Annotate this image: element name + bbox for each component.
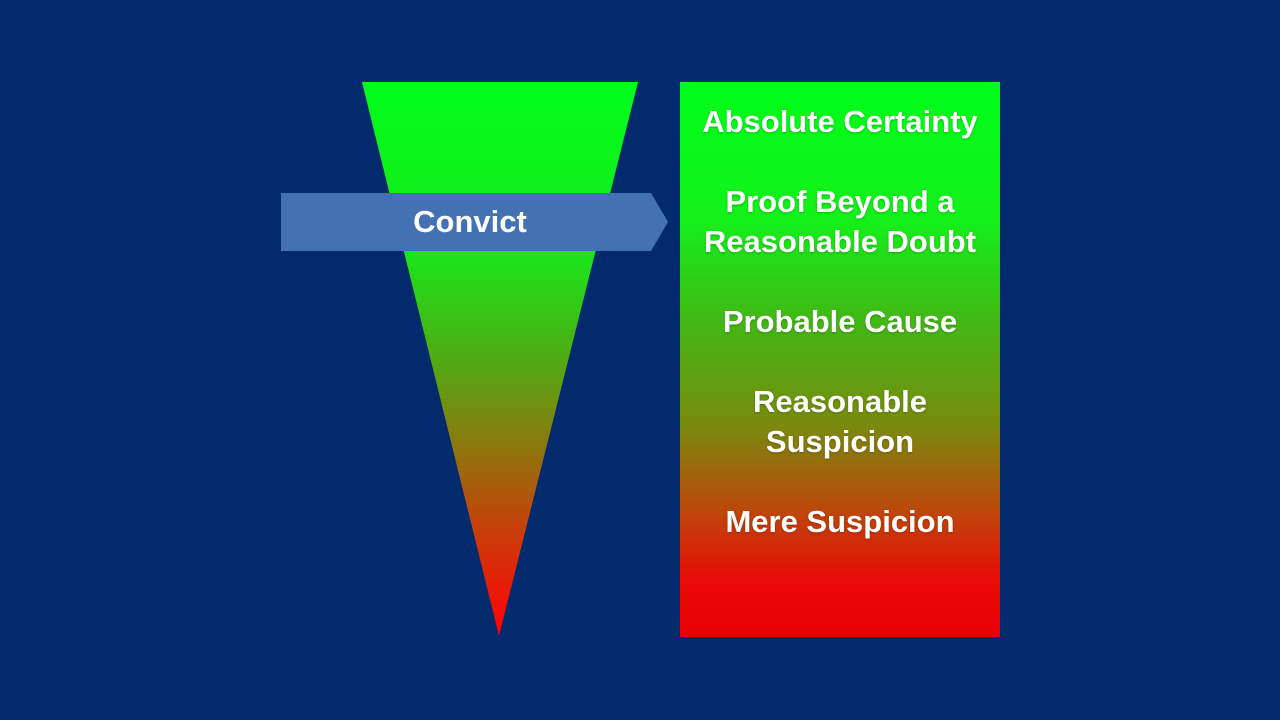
level-mere-suspicion: Mere Suspicion (725, 504, 955, 539)
funnel-triangle (362, 82, 638, 636)
convict-arrow (281, 193, 668, 251)
standards-of-proof-scale: Absolute Certainty Proof Beyond a Reason… (680, 82, 1000, 637)
level-probable-cause: Probable Cause (722, 304, 958, 339)
level-absolute-certainty: Absolute Certainty (702, 104, 978, 139)
level-reasonable-suspicion: Reasonable Suspicion (752, 384, 927, 459)
convict-label: Convict (413, 204, 527, 239)
level-proof-beyond-reasonable-doubt: Proof Beyond a Reasonable Doubt (703, 184, 977, 259)
